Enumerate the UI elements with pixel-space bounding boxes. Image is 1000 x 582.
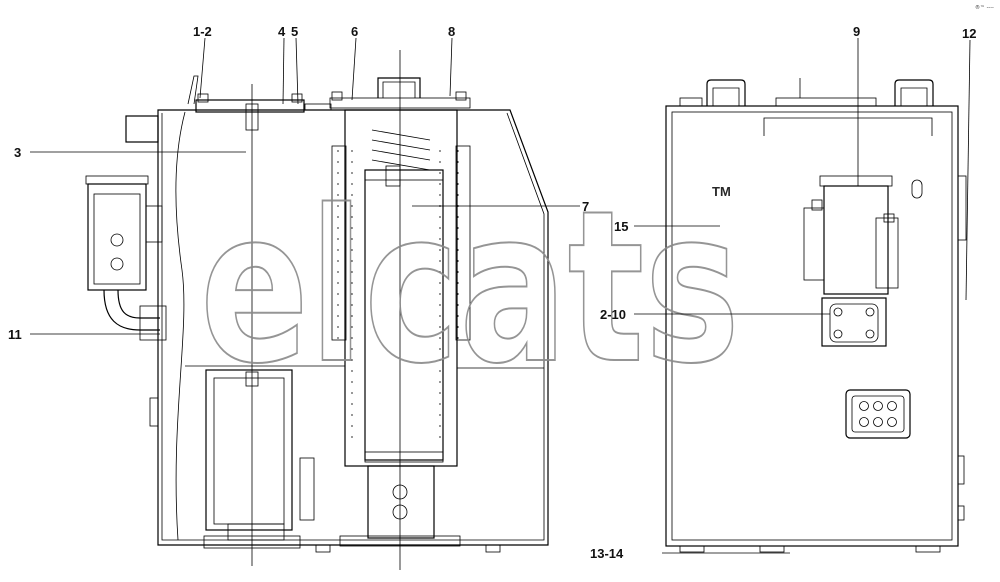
watermark: elcats TM xyxy=(199,164,741,411)
callout-6: 6 xyxy=(351,24,358,39)
callout-labels: 1-2 4 5 6 8 3 7 11 9 12 15 2-10 13-14 ®™… xyxy=(8,4,994,561)
callout-12: 12 xyxy=(962,26,976,41)
callout-13-14: 13-14 xyxy=(590,546,624,561)
callout-2-10: 2-10 xyxy=(600,307,626,322)
callout-9: 9 xyxy=(853,24,860,39)
callout-7: 7 xyxy=(582,199,589,214)
callout-15: 15 xyxy=(614,219,628,234)
watermark-trademark: TM xyxy=(712,184,731,199)
callout-11: 11 xyxy=(8,327,22,342)
left-cutaway-view xyxy=(85,50,549,570)
right-front-view xyxy=(665,78,967,553)
callout-3: 3 xyxy=(14,145,21,160)
callout-1-2: 1-2 xyxy=(193,24,212,39)
callout-5: 5 xyxy=(291,24,298,39)
callout-8: 8 xyxy=(448,24,455,39)
corner-mark: ®™ ---- xyxy=(975,4,994,11)
watermark-brand: elcats xyxy=(200,165,740,410)
callout-4: 4 xyxy=(278,24,286,39)
leader-lines xyxy=(30,37,971,554)
